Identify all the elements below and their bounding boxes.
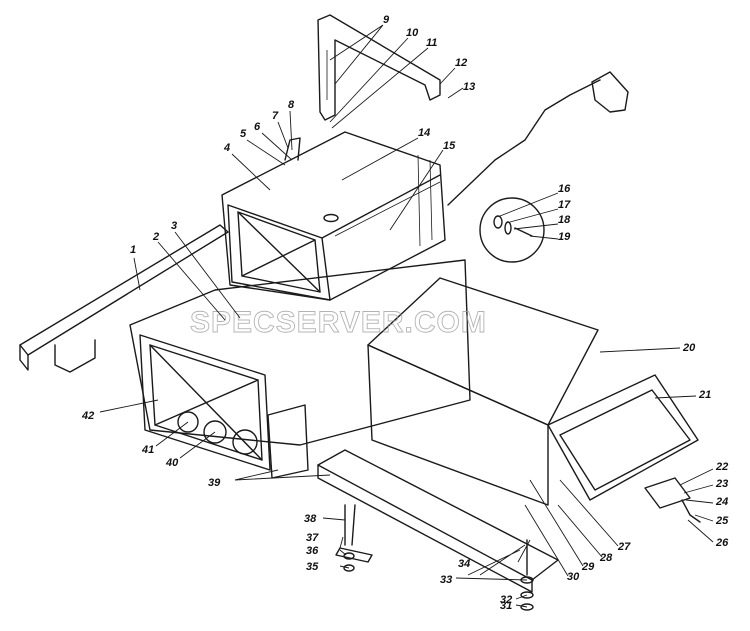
callout-20: 20 (682, 342, 696, 354)
callout-8: 8 (288, 99, 295, 111)
callout-12: 12 (455, 57, 467, 69)
callout-19: 19 (558, 231, 571, 243)
callout-29: 29 (581, 561, 595, 573)
callout-34: 34 (458, 558, 470, 570)
callout-6: 6 (254, 121, 261, 133)
callout-36: 36 (306, 545, 319, 557)
callout-32: 32 (500, 594, 512, 606)
callout-4: 4 (223, 142, 230, 154)
callout-37: 37 (306, 532, 319, 544)
callout-28: 28 (599, 552, 613, 564)
rear-bracket (317, 14, 441, 121)
mounting-rail (19, 224, 229, 373)
fastener-stack (335, 504, 534, 611)
callout-10: 10 (406, 27, 419, 39)
callout-22: 22 (715, 461, 728, 473)
upper-fuel-tank (221, 131, 446, 301)
battery-switch (644, 477, 701, 523)
callout-42: 42 (81, 410, 94, 422)
fuel-line (447, 79, 601, 206)
callout-14: 14 (418, 127, 430, 139)
callout-40: 40 (165, 457, 179, 469)
callout-30: 30 (567, 571, 580, 583)
leader-lines (99, 24, 714, 608)
callout-16: 16 (558, 183, 571, 195)
watermark: SPECSERVER.COM (190, 306, 487, 339)
callout-9: 9 (383, 14, 390, 26)
callout-39: 39 (208, 477, 221, 489)
callout-35: 35 (306, 561, 319, 573)
callout-38: 38 (304, 513, 317, 525)
callout-25: 25 (715, 515, 729, 527)
callout-33: 33 (440, 574, 452, 586)
lower-fuel-tank (129, 259, 471, 479)
callout-26: 26 (715, 537, 729, 549)
callout-5: 5 (240, 128, 247, 140)
callout-17: 17 (558, 199, 571, 211)
callout-31: 31 (500, 600, 512, 612)
callout-3: 3 (171, 220, 177, 232)
callout-27: 27 (617, 541, 631, 553)
callout-15: 15 (443, 140, 456, 152)
callout-13: 13 (463, 81, 475, 93)
callout-24: 24 (715, 496, 728, 508)
battery-box (367, 277, 699, 506)
callout-labels: 1 2 3 4 5 6 7 8 9 10 11 12 13 14 15 16 1… (81, 14, 729, 612)
callout-7: 7 (272, 110, 279, 122)
callout-41: 41 (141, 444, 154, 456)
callout-1: 1 (130, 244, 136, 256)
callout-21: 21 (698, 389, 711, 401)
callout-11: 11 (426, 37, 437, 49)
callout-18: 18 (558, 214, 571, 226)
fuel-tap (591, 71, 629, 113)
detail-inset (479, 197, 545, 263)
callout-23: 23 (715, 478, 728, 490)
callout-2: 2 (152, 231, 159, 243)
